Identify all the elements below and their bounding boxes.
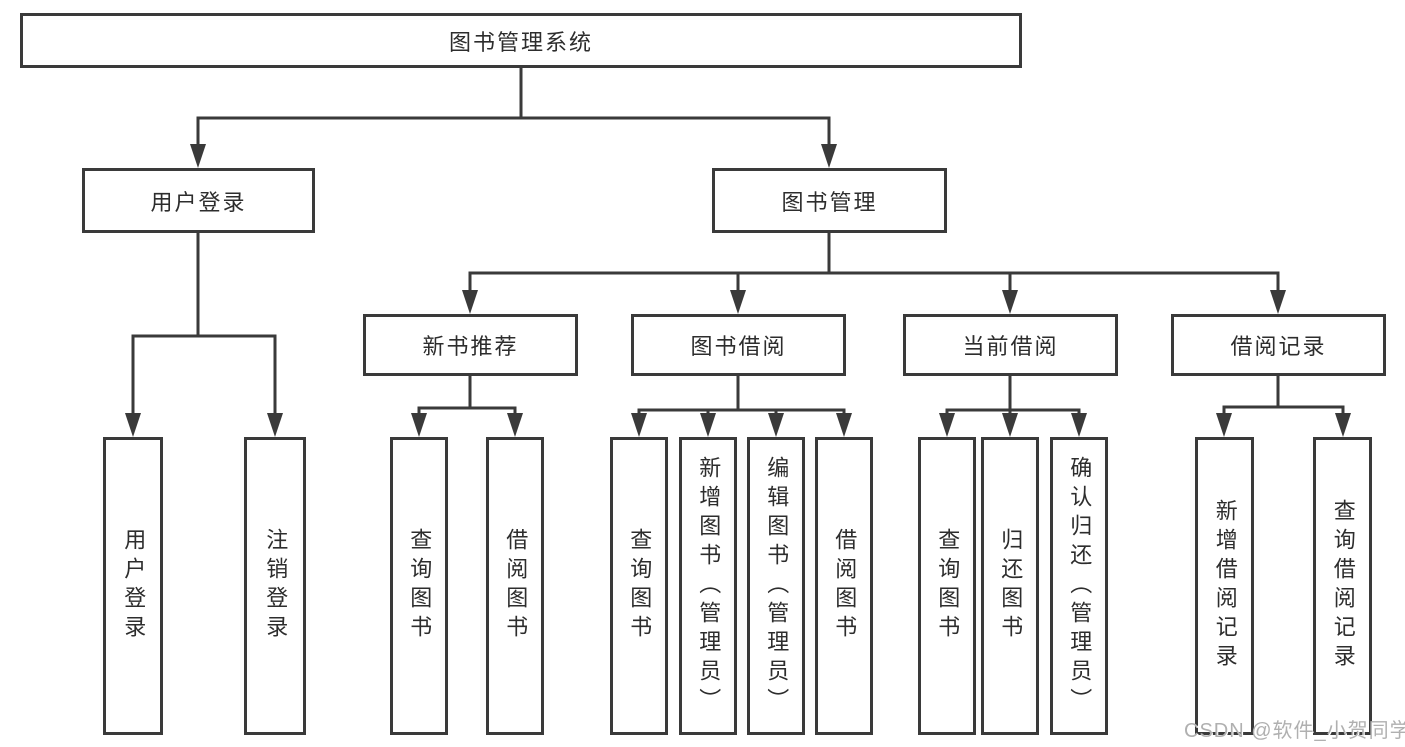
node-user-login: 用户登录 (82, 168, 315, 233)
leaf-nbr-borrow-books: 借阅图书 (486, 437, 544, 735)
leaf-bb-edit-books-admin-label: 编辑图书（管理员） (764, 455, 790, 717)
node-book-borrowing-label: 图书借阅 (690, 334, 787, 359)
node-new-book-recommend: 新书推荐 (363, 314, 578, 376)
leaf-bb-edit-books-admin: 编辑图书（管理员） (747, 437, 805, 735)
leaf-logout-login-label: 注销登录 (263, 528, 289, 644)
leaf-logout-login: 注销登录 (244, 437, 306, 735)
node-book-management-label: 图书管理 (781, 189, 878, 215)
leaf-br-add-borrow-record-label: 新增借阅记录 (1212, 499, 1238, 673)
leaf-br-query-borrow-record-label: 查询借阅记录 (1330, 499, 1356, 673)
node-user-login-label: 用户登录 (150, 189, 247, 215)
leaf-cb-return-books-label: 归还图书 (998, 528, 1024, 644)
leaf-cb-query-books: 查询图书 (918, 437, 976, 735)
node-borrowing-records-label: 借阅记录 (1230, 334, 1327, 359)
node-library-system: 图书管理系统 (20, 13, 1022, 68)
leaf-bb-borrow-books-label: 借阅图书 (832, 528, 858, 644)
node-new-book-recommend-label: 新书推荐 (422, 334, 519, 359)
leaf-cb-confirm-return-admin: 确认归还（管理员） (1050, 437, 1108, 735)
leaf-nbr-query-books: 查询图书 (390, 437, 448, 735)
leaf-cb-return-books: 归还图书 (981, 437, 1039, 735)
leaf-bb-add-books-admin-label: 新增图书（管理员） (696, 455, 722, 717)
leaf-bb-borrow-books: 借阅图书 (815, 437, 873, 735)
node-book-management: 图书管理 (712, 168, 947, 233)
leaf-br-query-borrow-record: 查询借阅记录 (1313, 437, 1372, 735)
node-current-borrowing-label: 当前借阅 (962, 334, 1059, 359)
leaf-bb-query-books: 查询图书 (610, 437, 668, 735)
leaf-user-login-label: 用户登录 (121, 528, 147, 644)
leaf-user-login: 用户登录 (103, 437, 163, 735)
leaf-bb-add-books-admin: 新增图书（管理员） (679, 437, 737, 735)
node-borrowing-records: 借阅记录 (1171, 314, 1386, 376)
leaf-cb-query-books-label: 查询图书 (935, 528, 961, 644)
node-book-borrowing: 图书借阅 (631, 314, 846, 376)
leaf-br-add-borrow-record: 新增借阅记录 (1195, 437, 1254, 735)
node-current-borrowing: 当前借阅 (903, 314, 1118, 376)
csdn-watermark: CSDN @软件_小贺同学 (1184, 720, 1405, 742)
leaf-nbr-query-books-label: 查询图书 (407, 528, 433, 644)
leaf-bb-query-books-label: 查询图书 (627, 528, 653, 644)
leaf-cb-confirm-return-admin-label: 确认归还（管理员） (1067, 455, 1093, 717)
node-library-system-label: 图书管理系统 (448, 29, 593, 55)
leaf-nbr-borrow-books-label: 借阅图书 (503, 528, 529, 644)
